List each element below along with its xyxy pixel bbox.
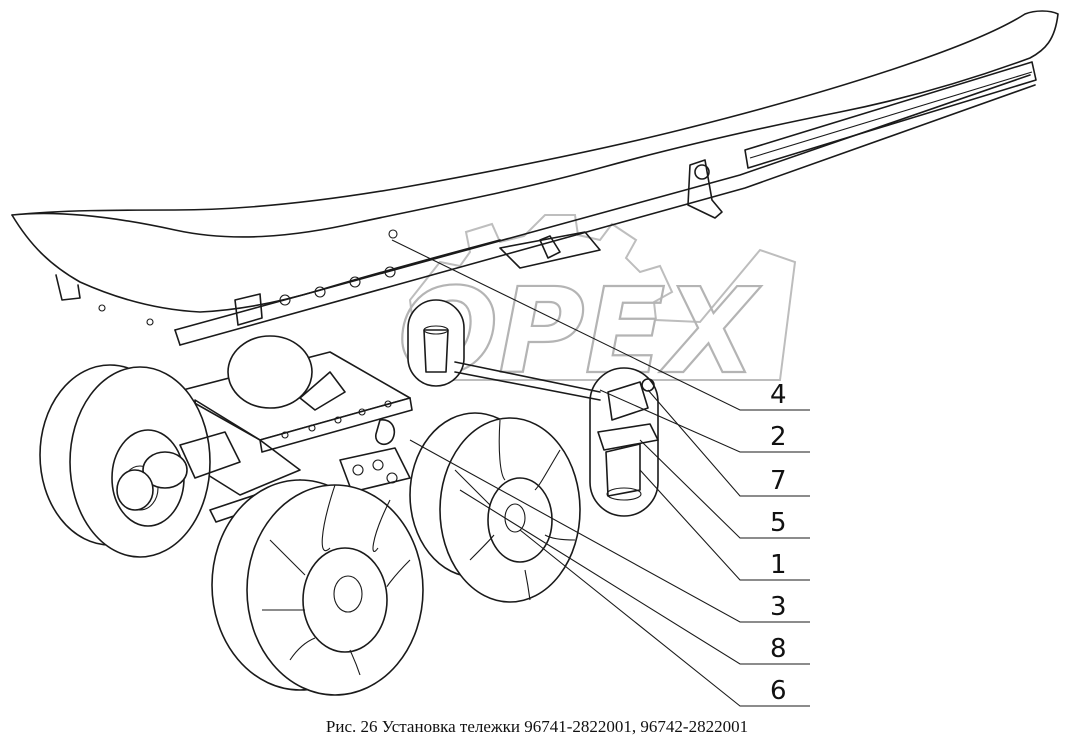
wheel-front-right <box>409 412 581 603</box>
detail-inset-lower <box>589 367 659 517</box>
trailer-frame <box>11 10 1059 346</box>
callout-4: 4 <box>770 380 787 410</box>
figure-caption: Рис. 26 Установка тележки 96741-2822001,… <box>325 717 749 736</box>
callout-3: 3 <box>770 592 787 622</box>
detail-inset-upper <box>407 299 465 387</box>
brake-chamber <box>116 431 241 511</box>
callout-8: 8 <box>770 634 787 664</box>
callout-6: 6 <box>770 676 787 706</box>
callout-2: 2 <box>770 422 787 452</box>
callout-1: 1 <box>770 550 787 580</box>
watermark-gear-icon <box>408 214 797 381</box>
callout-5: 5 <box>770 508 787 538</box>
leader-lines <box>391 239 810 707</box>
wheel-front-left <box>211 479 424 696</box>
callout-7: 7 <box>770 466 787 496</box>
